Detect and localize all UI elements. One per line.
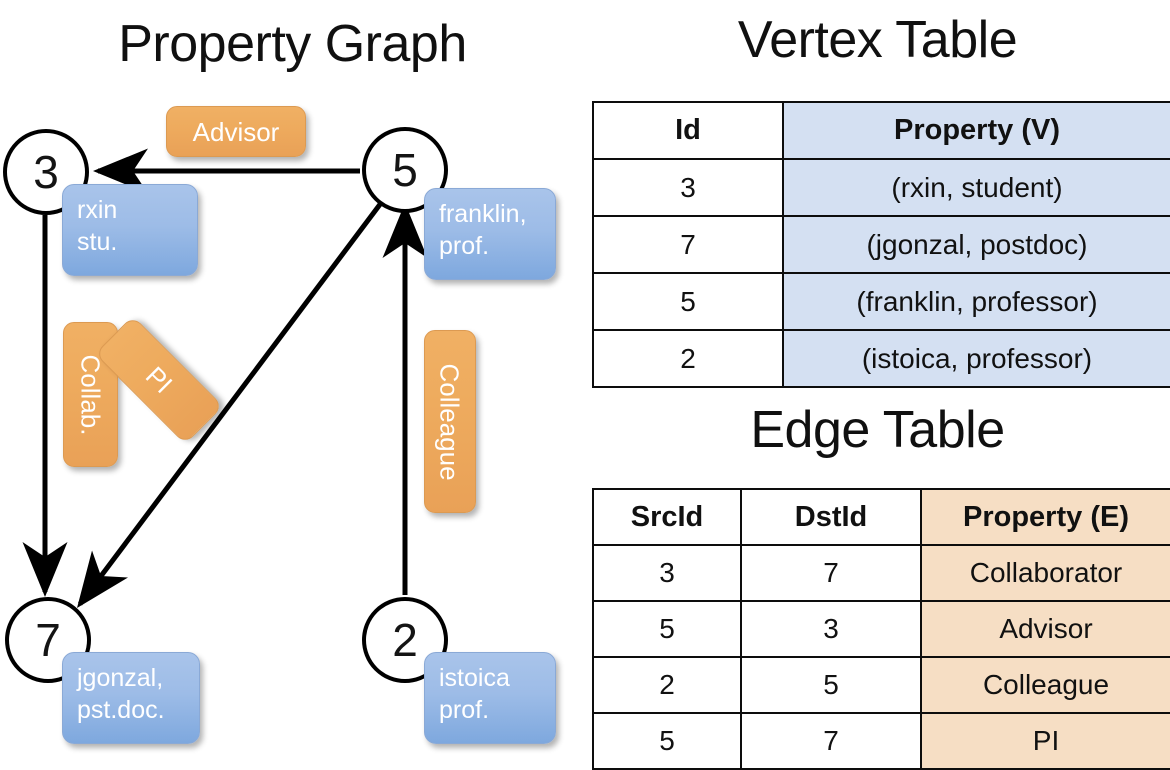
vertex-row-0-property: (rxin, student)	[782, 158, 1170, 217]
table-row[interactable]: 7 (jgonzal, postdoc)	[592, 215, 1170, 274]
vertex-property-2-line1: istoica	[439, 664, 510, 692]
edge-row-3-src: 5	[592, 712, 742, 770]
vertex-row-2-property: (franklin, professor)	[782, 272, 1170, 331]
edge-row-3-property: PI	[920, 712, 1170, 770]
edge-label-collab-text: Collab.	[75, 354, 106, 435]
vertex-property-box-5: franklin, prof.	[424, 188, 556, 280]
table-row[interactable]: 3 7 Collaborator	[592, 544, 1170, 602]
vertex-property-5-line2: prof.	[439, 232, 490, 260]
graph-edge-arrows	[22, 148, 428, 608]
edge-arrow-5-to-7	[76, 201, 383, 608]
edge-label-advisor-text: Advisor	[192, 116, 280, 147]
edge-label-colleague-text: Colleague	[435, 362, 465, 481]
edge-table: SrcId DstId Property (E) 3 7 Collaborato…	[592, 488, 1170, 770]
vertex-property-box-7: jgonzal, pst.doc.	[62, 652, 200, 744]
property-graph-panel: Property Graph 3 5 7 2 rxin stu. frankli…	[0, 0, 585, 760]
vertex-table-header-property: Property (V)	[782, 101, 1170, 160]
edge-row-2-src: 2	[592, 656, 742, 714]
vertex-property-3-line2: stu.	[77, 228, 118, 256]
edge-row-3-dst: 7	[740, 712, 922, 770]
edge-row-0-property: Collaborator	[920, 544, 1170, 602]
table-row[interactable]: 2 (istoica, professor)	[592, 329, 1170, 388]
edge-row-2-dst: 5	[740, 656, 922, 714]
vertex-row-3-property: (istoica, professor)	[782, 329, 1170, 388]
edge-table-header-row: SrcId DstId Property (E)	[592, 488, 1170, 546]
edge-row-1-property: Advisor	[920, 600, 1170, 658]
graph-node-5-label: 5	[392, 144, 418, 196]
edge-table-header-dstid: DstId	[740, 488, 922, 546]
vertex-table-header-id: Id	[592, 101, 784, 160]
table-row[interactable]: 2 5 Colleague	[592, 656, 1170, 714]
vertex-row-1-property: (jgonzal, postdoc)	[782, 215, 1170, 274]
graph-node-2-label: 2	[392, 614, 418, 666]
page-title-edge-table: Edge Table	[750, 401, 1005, 459]
vertex-property-3-line1: rxin	[77, 196, 118, 224]
edge-label-advisor: Advisor	[166, 106, 306, 157]
edge-row-0-dst: 7	[740, 544, 922, 602]
table-row[interactable]: 5 3 Advisor	[592, 600, 1170, 658]
vertex-table-header-row: Id Property (V)	[592, 101, 1170, 160]
table-row[interactable]: 5 7 PI	[592, 712, 1170, 770]
vertex-property-7-line1: jgonzal,	[77, 664, 164, 692]
edge-row-0-src: 3	[592, 544, 742, 602]
vertex-property-box-3: rxin stu.	[62, 184, 198, 276]
edge-row-2-property: Colleague	[920, 656, 1170, 714]
edge-table-header-property: Property (E)	[920, 488, 1170, 546]
edge-label-pi-text: PI	[139, 360, 179, 400]
vertex-row-2-id: 5	[592, 272, 784, 331]
page-title-property-graph: Property Graph	[118, 15, 467, 73]
vertex-property-5-line1: franklin,	[439, 200, 527, 228]
edge-label-colleague: Colleague	[424, 330, 476, 513]
edge-row-1-dst: 3	[740, 600, 922, 658]
vertex-row-0-id: 3	[592, 158, 784, 217]
edge-row-1-src: 5	[592, 600, 742, 658]
vertex-property-box-2: istoica prof.	[424, 652, 556, 744]
vertex-property-2-line2: prof.	[439, 696, 490, 724]
vertex-row-3-id: 2	[592, 329, 784, 388]
vertex-property-7-line2: pst.doc.	[77, 696, 165, 724]
page-title-vertex-table: Vertex Table	[737, 11, 1018, 69]
table-row[interactable]: 5 (franklin, professor)	[592, 272, 1170, 331]
table-row[interactable]: 3 (rxin, student)	[592, 158, 1170, 217]
vertex-row-1-id: 7	[592, 215, 784, 274]
graph-node-7-label: 7	[35, 614, 61, 666]
edge-table-header-srcid: SrcId	[592, 488, 742, 546]
vertex-table: Id Property (V) 3 (rxin, student) 7 (jgo…	[592, 101, 1170, 388]
graph-node-2[interactable]: 2	[362, 597, 448, 683]
graph-node-3-label: 3	[33, 146, 59, 198]
